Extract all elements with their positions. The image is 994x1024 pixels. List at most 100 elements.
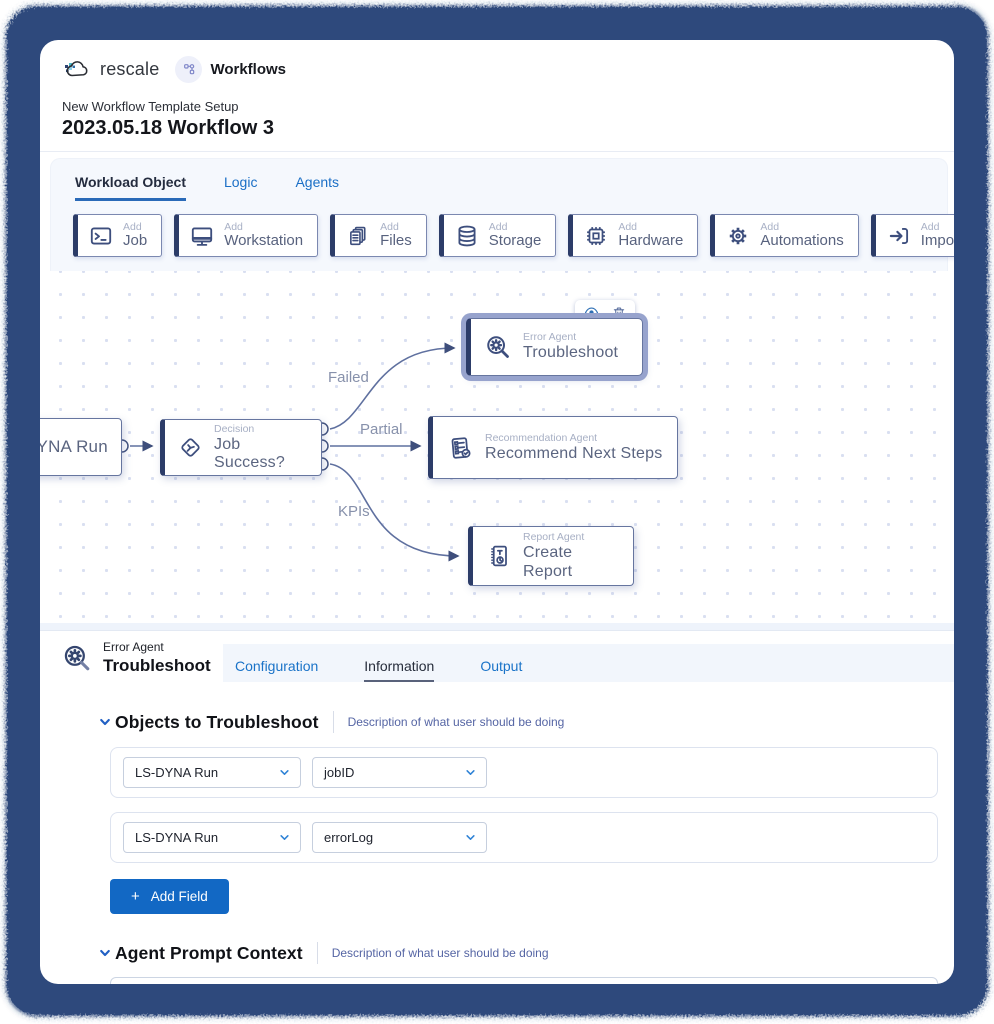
add-label: Add	[488, 221, 508, 234]
recommendation-agent-icon	[445, 433, 475, 463]
add-label: Add	[760, 221, 780, 234]
error-agent-icon	[483, 332, 513, 362]
object-select[interactable]: LS-DYNA Run	[123, 822, 301, 853]
node-subtitle: Error Agent	[523, 331, 577, 344]
add-hardware-button[interactable]: Add Hardware	[568, 214, 699, 257]
node-lsdyna-run[interactable]: LS-DYNA Run	[40, 418, 122, 476]
report-agent-icon	[485, 542, 513, 570]
rescale-logo-icon	[62, 57, 94, 81]
monitor-icon	[189, 223, 215, 249]
selected-value: LS-DYNA Run	[135, 765, 219, 780]
tab-output[interactable]: Output	[480, 658, 523, 674]
workflows-icon	[175, 55, 203, 83]
button-label: Import	[920, 232, 954, 250]
selected-value: LS-DYNA Run	[135, 830, 219, 845]
add-label: Add	[380, 221, 399, 234]
terminal-icon	[88, 223, 114, 249]
button-label: Automations	[760, 232, 844, 250]
selected-value: jobID	[324, 765, 355, 780]
tab-agents[interactable]: Agents	[295, 174, 340, 190]
add-field-button[interactable]: + Add Field	[110, 879, 229, 914]
add-storage-button[interactable]: Add Storage	[438, 214, 557, 257]
edge-label-failed: Failed	[328, 369, 369, 386]
canvas-bottom-strip	[40, 623, 954, 630]
node-subtitle: Decision	[214, 422, 255, 435]
workbench-panel: Workload Object Logic Agents Add Job	[50, 158, 954, 271]
agent-title: Troubleshoot	[103, 655, 211, 675]
selected-agent-identity: Error Agent Troubleshoot	[60, 640, 211, 676]
section-heading: Objects to Troubleshoot	[115, 711, 319, 732]
add-files-button[interactable]: Add Files	[330, 214, 427, 257]
edge-failed	[329, 342, 456, 430]
divider	[316, 942, 318, 964]
edge-label-partial: Partial	[360, 421, 403, 438]
chevron-down-icon	[278, 766, 291, 779]
field-select[interactable]: jobID	[312, 757, 487, 788]
gear-icon	[725, 223, 751, 249]
tab-information[interactable]: Information	[364, 658, 435, 682]
objects-section-header: Objects to Troubleshoot Description of w…	[98, 711, 938, 733]
workflow-title: 2023.05.18 Workflow 3	[62, 117, 274, 139]
button-label: Hardware	[618, 232, 684, 250]
section-description: Description of what user should be doing	[331, 946, 549, 960]
tab-logic[interactable]: Logic	[223, 174, 258, 190]
plus-icon: +	[131, 888, 140, 905]
decision-diamond-icon	[177, 434, 204, 461]
app-title: Workflows	[210, 60, 287, 78]
app-header: rescale Workflows New Workflow Template …	[40, 40, 954, 151]
prompt-section-header: Agent Prompt Context Description of what…	[98, 942, 938, 964]
tab-workload-object[interactable]: Workload Object	[75, 174, 186, 201]
add-workstation-button[interactable]: Add Workstation	[174, 214, 319, 257]
object-tabs: Workload Object Logic Agents	[51, 159, 947, 201]
chevron-down-icon	[464, 766, 477, 779]
edge-label-kpis: KPIs	[338, 503, 370, 520]
node-subtitle: Recommendation Agent	[485, 431, 598, 444]
files-icon	[345, 223, 371, 249]
view-icon[interactable]	[584, 305, 599, 320]
app-window: rescale Workflows New Workflow Template …	[40, 40, 954, 984]
troubleshoot-field-row: LS-DYNA Run errorLog	[110, 812, 938, 863]
node-job-success[interactable]: Decision Job Success?	[160, 419, 322, 476]
detail-panel-tabs: Configuration Information Output	[223, 644, 954, 682]
add-job-button[interactable]: Add Job	[73, 214, 163, 257]
field-select[interactable]: errorLog	[312, 822, 487, 853]
node-title: Troubleshoot	[523, 344, 619, 362]
add-label: Add	[224, 221, 243, 234]
node-title: LS-DYNA Run	[40, 437, 108, 457]
detail-panel-body: Objects to Troubleshoot Description of w…	[40, 687, 954, 984]
selected-value: errorLog	[324, 830, 374, 845]
chevron-down-icon	[278, 831, 291, 844]
section-description: Description of what user should be doing	[347, 715, 565, 729]
object-select[interactable]: LS-DYNA Run	[123, 757, 301, 788]
add-label: Add	[123, 221, 142, 234]
agent-subtitle: Error Agent	[103, 640, 164, 654]
chevron-down-icon[interactable]	[98, 715, 112, 729]
import-icon	[886, 223, 912, 249]
tab-configuration[interactable]: Configuration	[235, 658, 319, 674]
workflow-canvas[interactable]: Failed Partial KPIs LS-DYNA Run Decision…	[40, 271, 954, 631]
database-icon	[454, 223, 480, 249]
button-label: Workstation	[224, 232, 304, 250]
detail-panel-header: Error Agent Troubleshoot Configuration I…	[40, 635, 954, 687]
chevron-down-icon[interactable]	[98, 946, 112, 960]
node-title: Create Report	[523, 544, 573, 580]
chip-icon	[583, 223, 609, 249]
button-label: Files	[380, 232, 412, 250]
add-field-label: Add Field	[150, 889, 208, 904]
edge-kpis	[329, 463, 460, 562]
node-title: Job Success?	[214, 435, 285, 472]
header-divider	[40, 151, 954, 152]
node-recommend-next-steps[interactable]: Recommendation Agent Recommend Next Step…	[428, 416, 678, 479]
button-label: Job	[123, 232, 148, 250]
add-import-button[interactable]: Add Import	[870, 214, 954, 257]
add-object-toolbar: Add Job Add Workstation	[51, 201, 954, 271]
workflow-setup-subtitle: New Workflow Template Setup	[62, 99, 239, 114]
trash-icon[interactable]	[612, 306, 626, 320]
node-create-report[interactable]: Report Agent Create Report	[468, 526, 634, 586]
agent-prompt-context-input[interactable]	[110, 977, 938, 984]
divider	[332, 711, 334, 733]
node-troubleshoot[interactable]: Error Agent Troubleshoot	[466, 318, 643, 376]
section-heading: Agent Prompt Context	[115, 942, 303, 963]
brand-name: rescale	[100, 58, 160, 79]
add-automations-button[interactable]: Add Automations	[710, 214, 859, 257]
